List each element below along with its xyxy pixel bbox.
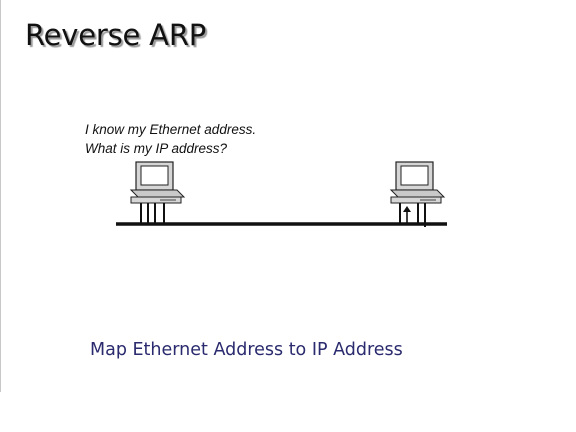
requesting-host-computer-icon <box>129 161 186 224</box>
note-line-1: I know my Ethernet address. <box>85 122 257 137</box>
slide-caption: Map Ethernet Address to IP Address <box>90 340 403 360</box>
up-arrow-icon <box>403 206 411 224</box>
slide-title: Reverse ARP <box>25 18 207 52</box>
host-question-text: I know my Ethernet address. What is my I… <box>85 120 256 158</box>
slide-edge-line <box>0 0 1 392</box>
note-line-2: What is my IP address? <box>85 141 228 156</box>
rarp-server-computer-icon <box>389 161 446 227</box>
